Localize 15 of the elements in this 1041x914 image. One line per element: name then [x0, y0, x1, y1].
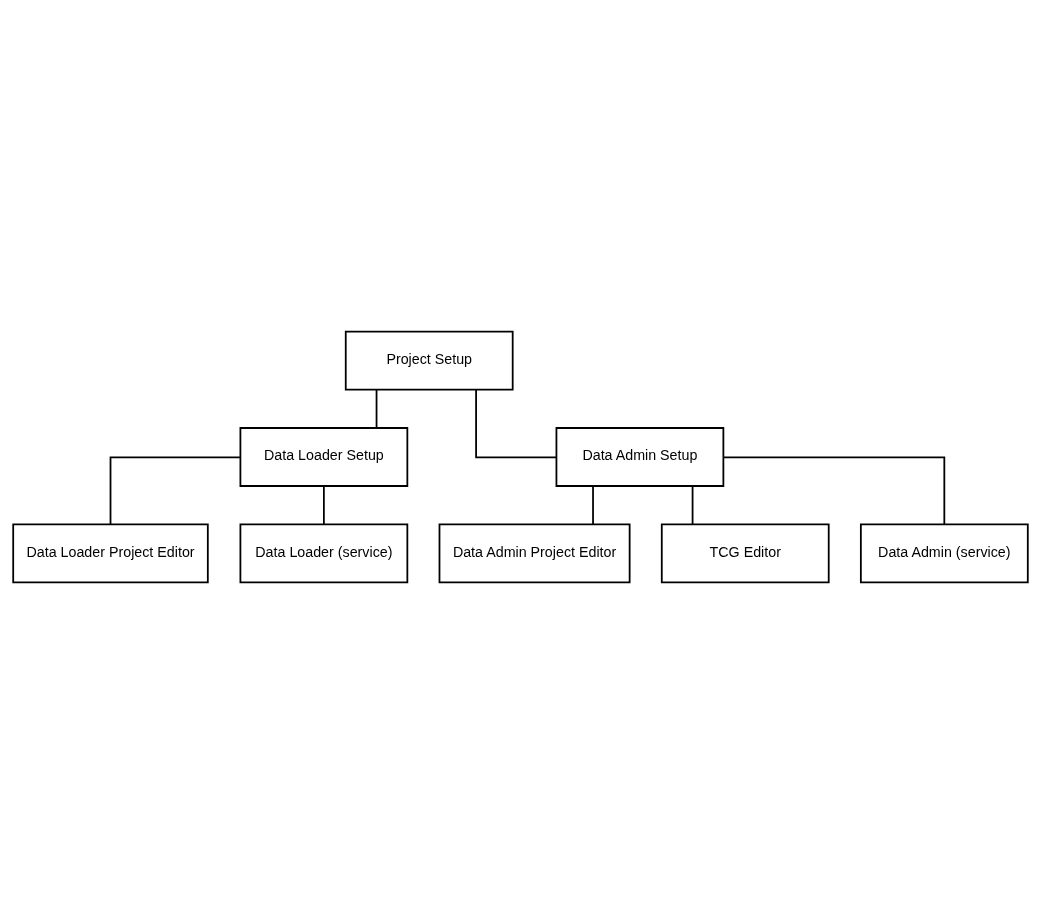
connector: [592, 485, 594, 526]
node-box: Data Loader (service): [239, 523, 409, 584]
connector: [691, 485, 694, 526]
connector: [109, 456, 242, 526]
node-box: Data Admin (service): [859, 523, 1029, 584]
node-box: Data Loader Setup: [239, 427, 409, 487]
connector: [722, 456, 946, 526]
connector: [475, 388, 558, 459]
node-box: Data Admin Setup: [555, 427, 725, 487]
connector: [323, 485, 325, 526]
node-box: Project Setup: [344, 330, 514, 391]
node-box: Data Loader Project Editor: [12, 523, 209, 584]
connector: [375, 388, 378, 429]
node-box: TCG Editor: [660, 523, 830, 584]
node-box: Data Admin Project Editor: [438, 523, 631, 584]
